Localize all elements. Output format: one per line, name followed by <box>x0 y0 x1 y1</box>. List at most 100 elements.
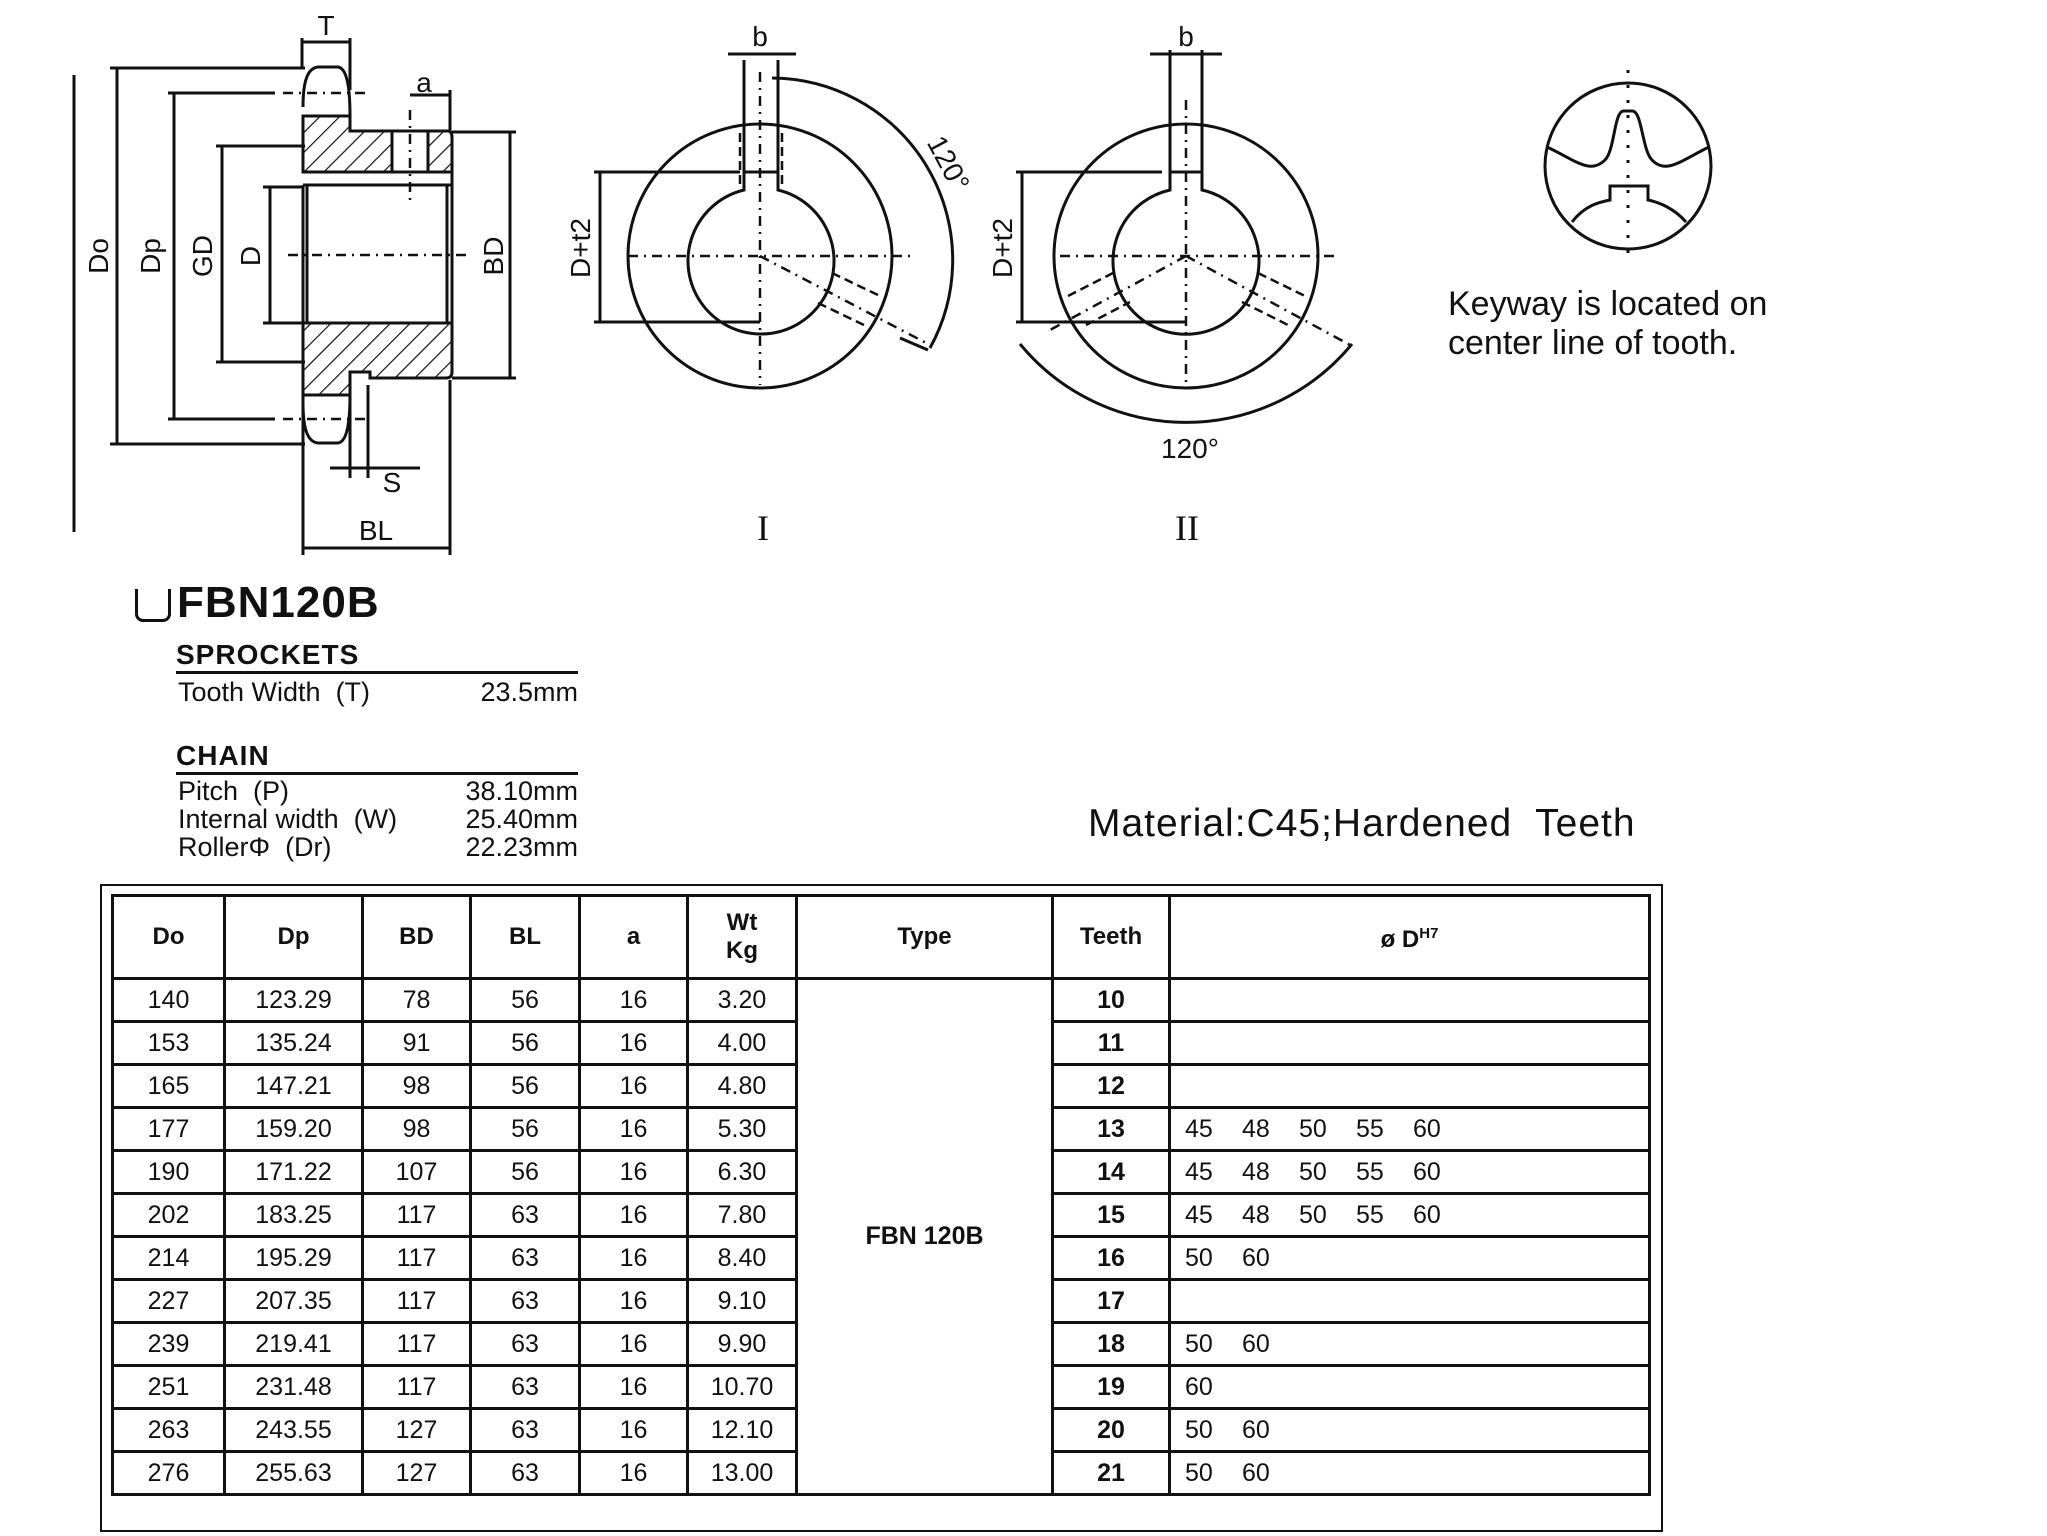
cell-do: 239 <box>111 1321 226 1367</box>
keyway-view-II <box>1016 50 1354 424</box>
label-b-II: b <box>1178 21 1194 52</box>
cell-do: 140 <box>111 977 226 1023</box>
cell-bl: 56 <box>469 1020 581 1066</box>
bore-value: 60 <box>1413 1114 1441 1143</box>
cell-bd: 98 <box>361 1063 472 1109</box>
cell-wt: 3.20 <box>686 977 798 1023</box>
cell-a: 16 <box>578 1278 689 1324</box>
bore-value: 60 <box>1242 1458 1270 1487</box>
cell-do: 214 <box>111 1235 226 1281</box>
label-D: D <box>235 246 266 266</box>
spec-label: Tooth Width (T) <box>178 677 371 707</box>
bore-value: 50 <box>1299 1200 1327 1229</box>
cell-do: 276 <box>111 1450 226 1496</box>
keyway-note: Keyway is located on center line of toot… <box>1448 285 1767 363</box>
spec-row: Tooth Width (T) 23.5mm <box>176 678 578 706</box>
bore-value: 55 <box>1356 1114 1384 1143</box>
cell-a: 16 <box>578 1106 689 1152</box>
cell-dp: 195.29 <box>223 1235 364 1281</box>
cell-bores <box>1168 1063 1651 1109</box>
bore-value: 48 <box>1242 1114 1270 1143</box>
bore-value: 50 <box>1299 1157 1327 1186</box>
bracket-icon <box>135 588 171 622</box>
spec-row: Pitch (P) 38.10mm <box>176 777 578 805</box>
cell-dp: 123.29 <box>223 977 364 1023</box>
sprockets-spec: SPROCKETS Tooth Width (T) 23.5mm <box>176 640 578 706</box>
keyway-note-line-2: center line of tooth. <box>1448 324 1738 362</box>
label-S: S <box>383 467 402 498</box>
cell-bd: 127 <box>361 1407 472 1453</box>
bore-value: 60 <box>1242 1243 1270 1272</box>
keyway-view-I <box>594 52 955 390</box>
sprockets-heading: SPROCKETS <box>176 640 578 674</box>
caption-I: I <box>757 508 769 548</box>
cell-bl: 63 <box>469 1450 581 1496</box>
cell-do: 251 <box>111 1364 226 1410</box>
cell-teeth: 21 <box>1051 1450 1171 1496</box>
spec-row: RollerΦ (Dr) 22.23mm <box>176 833 578 861</box>
col-header-dp: Dp <box>223 894 364 980</box>
cell-teeth: 15 <box>1051 1192 1171 1238</box>
cell-bores <box>1168 977 1651 1023</box>
col-header-teeth: Teeth <box>1051 894 1171 980</box>
material-note: Material:C45;Hardened Teeth <box>1088 802 1636 845</box>
cell-a: 16 <box>578 977 689 1023</box>
cell-dp: 183.25 <box>223 1192 364 1238</box>
col-header-do: Do <box>111 894 226 980</box>
bore-value: 45 <box>1185 1200 1213 1229</box>
cell-bd: 127 <box>361 1450 472 1496</box>
cell-bd: 78 <box>361 977 472 1023</box>
bore-value: 45 <box>1185 1157 1213 1186</box>
cell-wt: 13.00 <box>686 1450 798 1496</box>
bore-value: 45 <box>1185 1114 1213 1143</box>
cell-do: 263 <box>111 1407 226 1453</box>
cell-bl: 56 <box>469 1106 581 1152</box>
cell-teeth: 19 <box>1051 1364 1171 1410</box>
cell-bores: 60 <box>1168 1364 1651 1410</box>
label-BD: BD <box>478 237 509 276</box>
cell-bd: 117 <box>361 1321 472 1367</box>
bore-value: 50 <box>1185 1458 1213 1487</box>
cell-dp: 207.35 <box>223 1278 364 1324</box>
cell-bores: 50 60 <box>1168 1235 1651 1281</box>
cell-a: 16 <box>578 1235 689 1281</box>
cell-dp: 135.24 <box>223 1020 364 1066</box>
cell-teeth: 13 <box>1051 1106 1171 1152</box>
cell-bl: 63 <box>469 1364 581 1410</box>
cell-bd: 107 <box>361 1149 472 1195</box>
cell-do: 165 <box>111 1063 226 1109</box>
cell-bl: 63 <box>469 1192 581 1238</box>
cell-bl: 56 <box>469 1149 581 1195</box>
bore-value: 60 <box>1242 1329 1270 1358</box>
bore-value: 50 <box>1185 1243 1213 1272</box>
cell-bl: 63 <box>469 1407 581 1453</box>
bore-value: 60 <box>1413 1157 1441 1186</box>
cell-wt: 9.10 <box>686 1278 798 1324</box>
col-header-bd: BD <box>361 894 472 980</box>
cell-dp: 147.21 <box>223 1063 364 1109</box>
cell-teeth: 18 <box>1051 1321 1171 1367</box>
cell-bl: 56 <box>469 977 581 1023</box>
cell-dp: 255.63 <box>223 1450 364 1496</box>
cell-teeth: 20 <box>1051 1407 1171 1453</box>
spec-value: 25.40mm <box>465 804 578 834</box>
label-Do: Do <box>83 238 114 274</box>
spec-value: 38.10mm <box>465 776 578 806</box>
cell-wt: 8.40 <box>686 1235 798 1281</box>
cell-a: 16 <box>578 1020 689 1066</box>
label-T: T <box>317 10 334 41</box>
cell-bd: 117 <box>361 1278 472 1324</box>
bore-value: 60 <box>1185 1372 1213 1401</box>
